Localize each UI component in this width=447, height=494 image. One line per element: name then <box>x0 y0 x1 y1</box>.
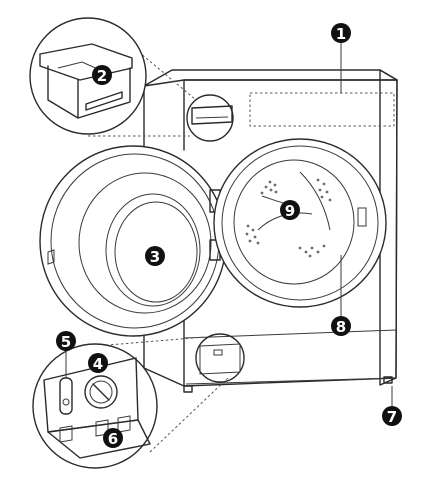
washer-cabinet <box>143 69 398 387</box>
detergent-drawer-inset <box>29 17 197 137</box>
callout-4: 4 <box>88 353 108 373</box>
leveling-feet <box>183 376 393 393</box>
callout-6: 6 <box>103 428 123 448</box>
service-cover-inset <box>32 336 231 469</box>
door-opening <box>213 138 387 308</box>
callout-2: 2 <box>92 65 112 85</box>
callout-3: 3 <box>145 246 165 266</box>
detergent-drawer-detail <box>186 94 234 142</box>
callout-8-label: 8 <box>336 318 346 336</box>
callout-3-label: 3 <box>150 248 160 266</box>
drum <box>233 159 355 285</box>
control-panel <box>249 92 395 127</box>
callout-8: 8 <box>331 316 351 336</box>
callout-5: 5 <box>56 331 76 351</box>
callout-2-label: 2 <box>97 67 107 85</box>
callout-1: 1 <box>331 23 351 43</box>
callout-5-label: 5 <box>61 333 71 351</box>
callout-1-label: 1 <box>336 25 346 43</box>
callout-6-label: 6 <box>108 430 118 448</box>
callout-9-label: 9 <box>285 202 295 220</box>
leader-lines <box>65 42 393 406</box>
callout-7: 7 <box>382 406 402 426</box>
door-seal <box>221 145 379 301</box>
callout-4-label: 4 <box>93 355 103 373</box>
service-cover-detail <box>195 333 245 383</box>
callout-7-label: 7 <box>387 408 397 426</box>
callout-9: 9 <box>280 200 300 220</box>
door <box>39 145 227 337</box>
